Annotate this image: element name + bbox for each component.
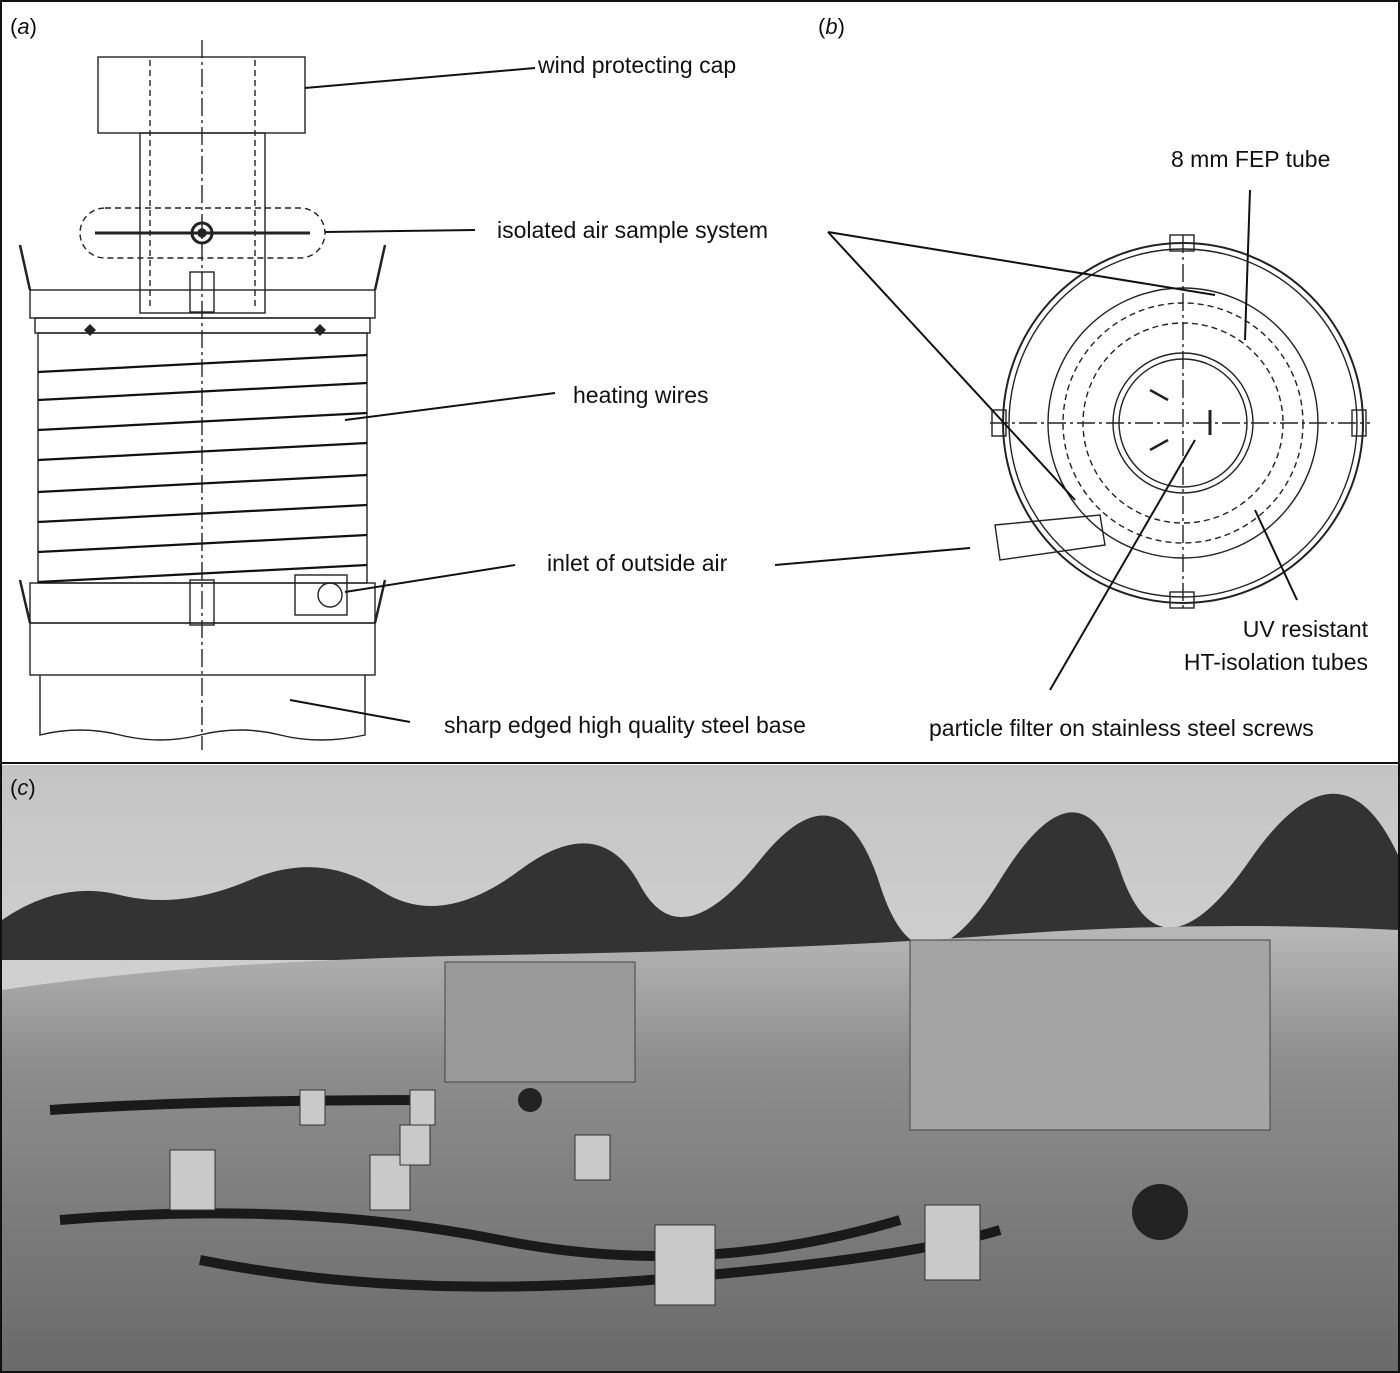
label-isolated-air: isolated air sample system xyxy=(497,217,768,243)
chamber-top-view xyxy=(990,234,1370,612)
hoses xyxy=(49,1095,1002,1292)
trailer-wheel xyxy=(1132,1184,1188,1240)
panel-label-a: (a) xyxy=(10,14,37,39)
label-particle-filter: particle filter on stainless steel screw… xyxy=(929,715,1314,741)
leader-lines xyxy=(289,67,1298,723)
label-uv-1: UV resistant xyxy=(1242,616,1368,642)
panel-label-b: (b) xyxy=(818,14,845,39)
chambers xyxy=(169,1089,981,1306)
label-steel-base: sharp edged high quality steel base xyxy=(444,712,806,738)
panel-label-c: (c) xyxy=(10,775,36,800)
label-wind-cap: wind protecting cap xyxy=(538,52,737,78)
label-uv-2: HT-isolation tubes xyxy=(1183,649,1368,675)
heating-wires-drawing xyxy=(37,353,368,584)
label-inlet: inlet of outside air xyxy=(547,550,728,576)
field-photo xyxy=(2,765,1398,1371)
label-fep-tube: 8 mm FEP tube xyxy=(1171,146,1331,172)
treeline xyxy=(2,793,1398,960)
trailer-far xyxy=(444,961,636,1083)
label-heating-wires: heating wires xyxy=(573,382,709,408)
sample-system-drawing xyxy=(79,207,326,259)
chamber-side-view xyxy=(18,40,387,750)
trailer-near xyxy=(909,939,1271,1131)
